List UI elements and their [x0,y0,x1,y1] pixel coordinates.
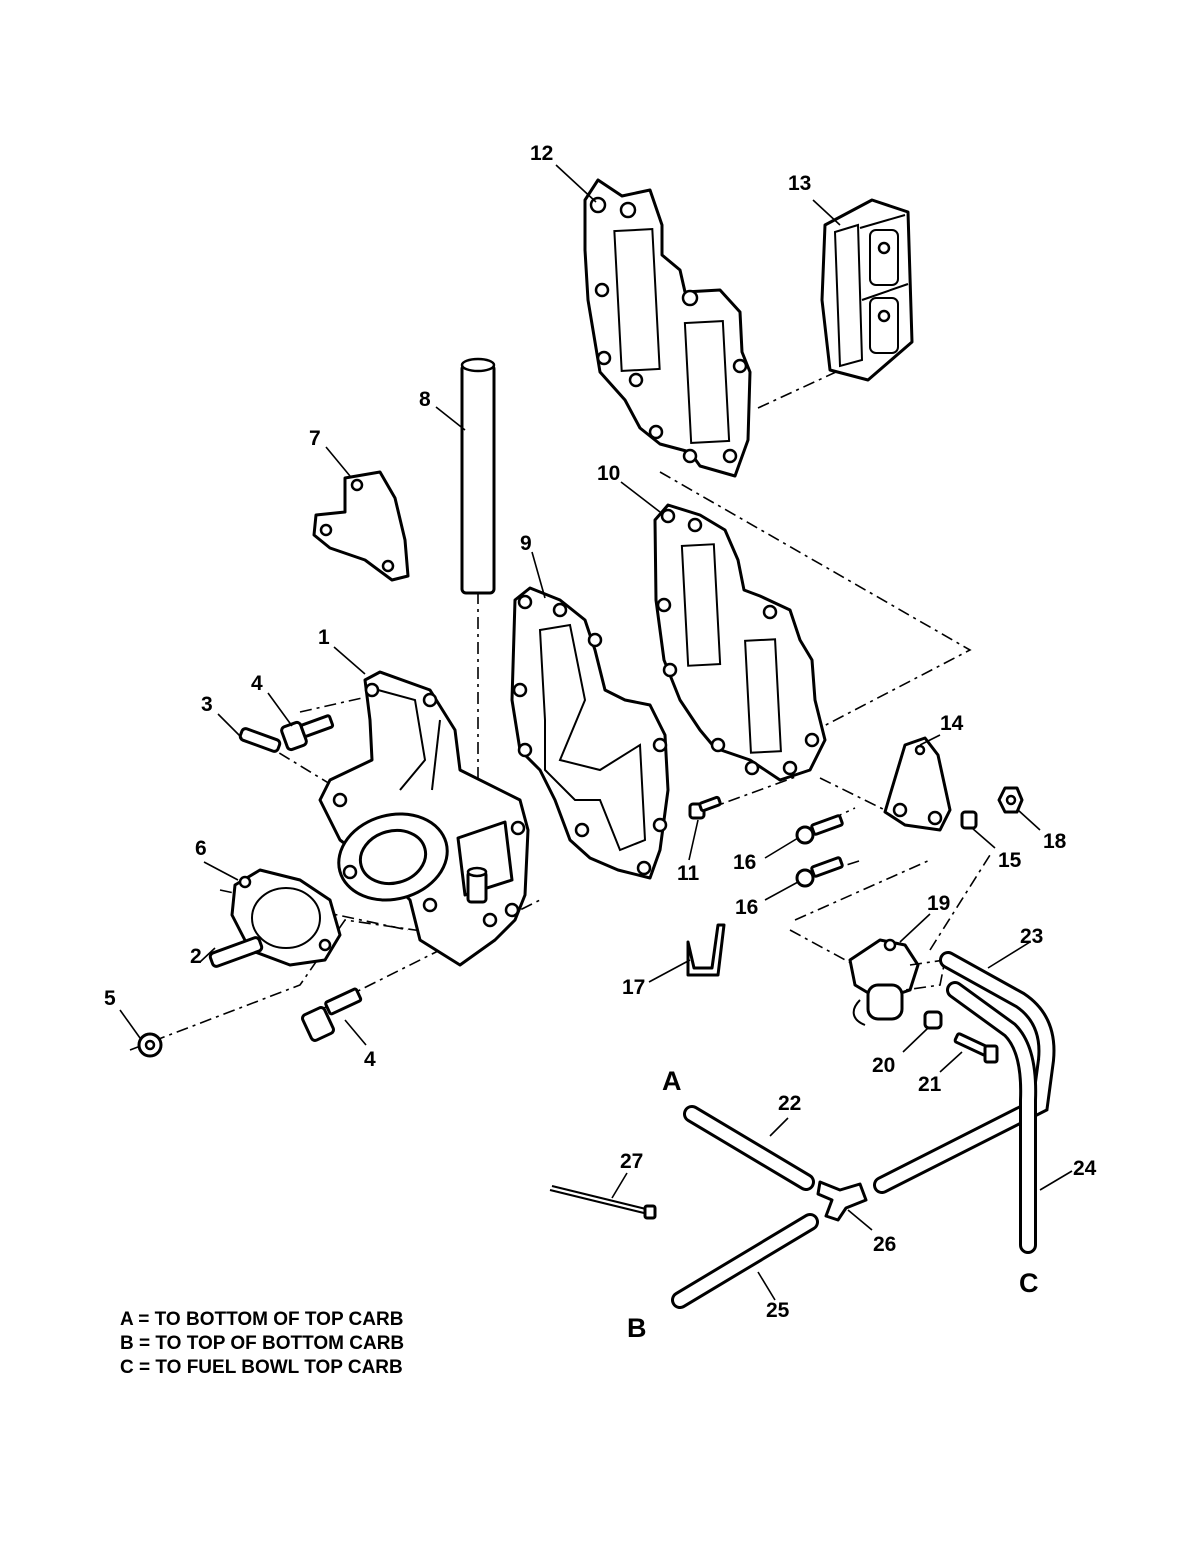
callout-7: 7 [309,427,321,450]
callout-19: 19 [927,892,950,915]
callout-26: 26 [873,1233,896,1256]
callout-6: 6 [195,837,207,860]
callout-12: 12 [530,142,553,165]
callout-22: 22 [778,1092,801,1115]
part-14-bracket [883,736,952,832]
part-25-hose [671,1213,819,1309]
legend-line-c: C = TO FUEL BOWL TOP CARB [120,1357,403,1378]
callout-16-upper: 16 [733,851,756,874]
part-7-gasket [312,470,410,582]
part-27-tie-strap [549,1185,657,1220]
callout-2: 2 [190,945,202,968]
callout-10: 10 [597,462,620,485]
callout-4-lower: 4 [364,1048,376,1071]
part-10-gasket [653,503,827,782]
legend-line-b: B = TO TOP OF BOTTOM CARB [120,1333,405,1354]
part-3-stud [238,727,282,753]
part-16-screw-lower [795,856,844,888]
part-18-nut [997,786,1024,814]
callout-1: 1 [318,626,330,649]
callout-17: 17 [622,976,645,999]
part-9-gasket [510,586,670,880]
callout-18: 18 [1043,830,1067,853]
part-16-screw-upper [795,814,844,845]
hose-end-C: C [1019,1268,1039,1298]
callout-3: 3 [201,693,213,716]
legend-line-a: A = TO BOTTOM OF TOP CARB [120,1309,404,1330]
part-26-connector [816,1180,868,1222]
part-12-gasket [583,178,752,478]
part-4-screw-upper [280,714,335,752]
part-23-hose [873,951,1056,1194]
hose-end-A: A [662,1066,682,1096]
callout-labels: 1 2 3 4 4 5 6 7 8 9 10 11 12 13 14 15 16… [104,142,1097,1343]
callout-5: 5 [104,987,116,1010]
part-17-clamp [686,923,726,977]
callout-20: 20 [872,1054,895,1077]
callout-21: 21 [918,1073,942,1096]
callout-8: 8 [419,388,431,411]
part-24-hose [946,981,1038,1254]
part-2-stud [208,936,264,968]
part-22-hose [683,1105,815,1191]
part-21-screw [953,1032,999,1064]
part-13-reed-block [820,198,914,382]
part-4-screw-lower [301,987,363,1042]
leader-lines [119,164,1073,1301]
callout-13: 13 [788,172,811,195]
part-8-pin [460,357,496,595]
part-1-intake-manifold [318,670,530,967]
callout-9: 9 [520,532,532,555]
part-20-spacer [923,1010,943,1030]
callout-23: 23 [1020,925,1043,948]
part-11-screw [688,795,722,820]
hose-end-B: B [627,1313,647,1343]
callout-16-lower: 16 [735,896,758,919]
callout-14: 14 [940,712,964,735]
part-19-valve [848,938,947,1026]
hose-routing-legend: A = TO BOTTOM OF TOP CARB B = TO TOP OF … [120,1308,404,1380]
part-5-nut [137,1032,163,1058]
callout-15: 15 [998,849,1022,872]
callout-24: 24 [1073,1157,1097,1180]
callout-4-upper: 4 [251,672,263,695]
callout-25: 25 [766,1299,790,1322]
part-15-spacer [960,810,978,830]
callout-27: 27 [620,1150,643,1173]
callout-11: 11 [677,862,700,885]
